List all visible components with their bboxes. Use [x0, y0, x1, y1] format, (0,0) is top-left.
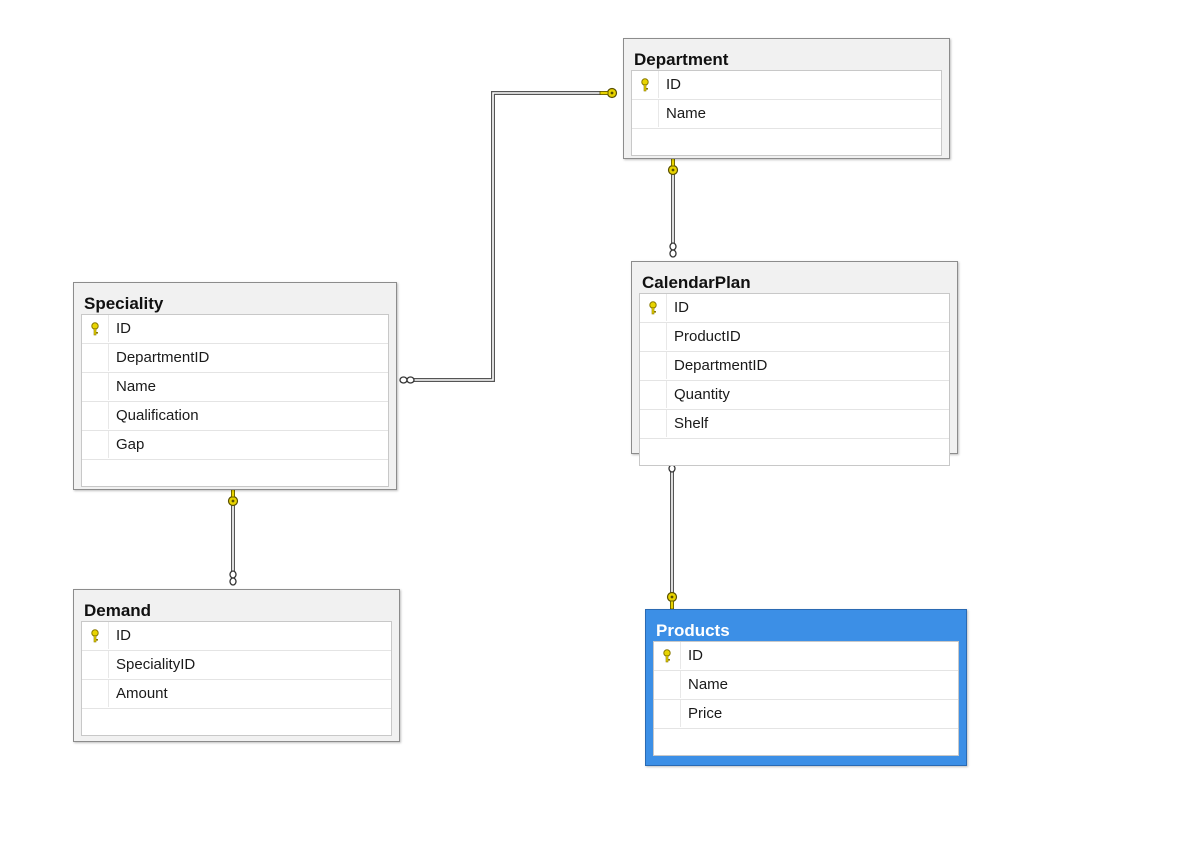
column-name: DepartmentID: [674, 357, 768, 374]
key-cell: [654, 671, 681, 698]
primary-key-icon: [648, 301, 658, 315]
table-calendar-plan[interactable]: CalendarPlan ID ProductID DepartmentID Quan…: [631, 261, 958, 466]
link-department-speciality: [404, 91, 616, 382]
relationship-many-end-infinity-icon: [229, 570, 237, 586]
key-cell: [640, 294, 667, 321]
column-row[interactable]: Shelf: [640, 410, 949, 439]
relationship-one-end-key-icon: [599, 87, 618, 99]
column-list: ID SpecialityID Amount: [81, 621, 392, 736]
relationship-many-end-infinity-icon: [399, 376, 415, 384]
column-row[interactable]: Qualification: [82, 402, 388, 431]
table-title: Department: [634, 50, 729, 69]
key-cell: [640, 323, 667, 350]
relationship-many-end-infinity-icon: [669, 242, 677, 258]
column-row[interactable]: ID: [654, 642, 958, 671]
key-cell: [82, 402, 109, 429]
primary-key-icon: [90, 322, 100, 336]
key-cell: [632, 71, 659, 98]
key-cell: [632, 100, 659, 127]
key-cell: [640, 352, 667, 379]
empty-row: [640, 439, 949, 465]
column-row[interactable]: ID: [82, 622, 391, 651]
column-name: Qualification: [116, 407, 199, 424]
column-row[interactable]: Name: [82, 373, 388, 402]
empty-row: [654, 729, 958, 755]
column-name: ID: [666, 76, 681, 93]
column-row[interactable]: DepartmentID: [640, 352, 949, 381]
empty-row: [82, 460, 388, 486]
table-title: Products: [656, 621, 730, 640]
primary-key-icon: [90, 629, 100, 643]
column-row[interactable]: ID: [632, 71, 941, 100]
column-row[interactable]: Name: [632, 100, 941, 129]
column-row[interactable]: Amount: [82, 680, 391, 709]
column-row[interactable]: Price: [654, 700, 958, 729]
column-name: ID: [674, 299, 689, 316]
column-row[interactable]: DepartmentID: [82, 344, 388, 373]
relationship-one-end-key-icon: [666, 591, 678, 610]
column-row[interactable]: ID: [82, 315, 388, 344]
column-name: ProductID: [674, 328, 741, 345]
primary-key-icon: [640, 78, 650, 92]
table-department[interactable]: Department ID Name: [623, 38, 950, 159]
key-cell: [82, 344, 109, 371]
column-name: Name: [116, 378, 157, 395]
column-name: ID: [116, 627, 131, 644]
column-name: SpecialityID: [116, 656, 196, 673]
column-row[interactable]: SpecialityID: [82, 651, 391, 680]
key-cell: [82, 315, 109, 342]
column-name: Price: [688, 705, 723, 722]
column-name: Shelf: [674, 415, 709, 432]
column-name: DepartmentID: [116, 349, 210, 366]
key-cell: [82, 373, 109, 400]
column-name: Name: [688, 676, 729, 693]
primary-key-icon: [662, 649, 672, 663]
empty-row: [632, 129, 941, 155]
key-cell: [640, 381, 667, 408]
relationship-one-end-key-icon: [227, 488, 239, 507]
key-cell: [654, 700, 681, 727]
key-cell: [82, 431, 109, 458]
table-demand[interactable]: Demand ID SpecialityID Amount: [73, 589, 400, 742]
column-row[interactable]: ProductID: [640, 323, 949, 352]
column-row[interactable]: Gap: [82, 431, 388, 460]
key-cell: [82, 622, 109, 649]
key-cell: [82, 680, 109, 707]
table-title: Speciality: [84, 294, 164, 313]
column-name: ID: [688, 647, 703, 664]
column-name: Quantity: [674, 386, 730, 403]
column-row[interactable]: Name: [654, 671, 958, 700]
empty-row: [82, 709, 391, 735]
key-cell: [654, 642, 681, 669]
column-name: Gap: [116, 436, 145, 453]
key-cell: [82, 651, 109, 678]
key-cell: [640, 410, 667, 437]
column-name: Name: [666, 105, 707, 122]
column-name: Amount: [116, 685, 168, 702]
column-row[interactable]: ID: [640, 294, 949, 323]
relationship-one-end-key-icon: [667, 157, 679, 176]
column-name: ID: [116, 320, 131, 337]
table-title: Demand: [84, 601, 152, 620]
column-row[interactable]: Quantity: [640, 381, 949, 410]
column-list: ID Name: [631, 70, 942, 156]
table-title: CalendarPlan: [642, 273, 751, 292]
